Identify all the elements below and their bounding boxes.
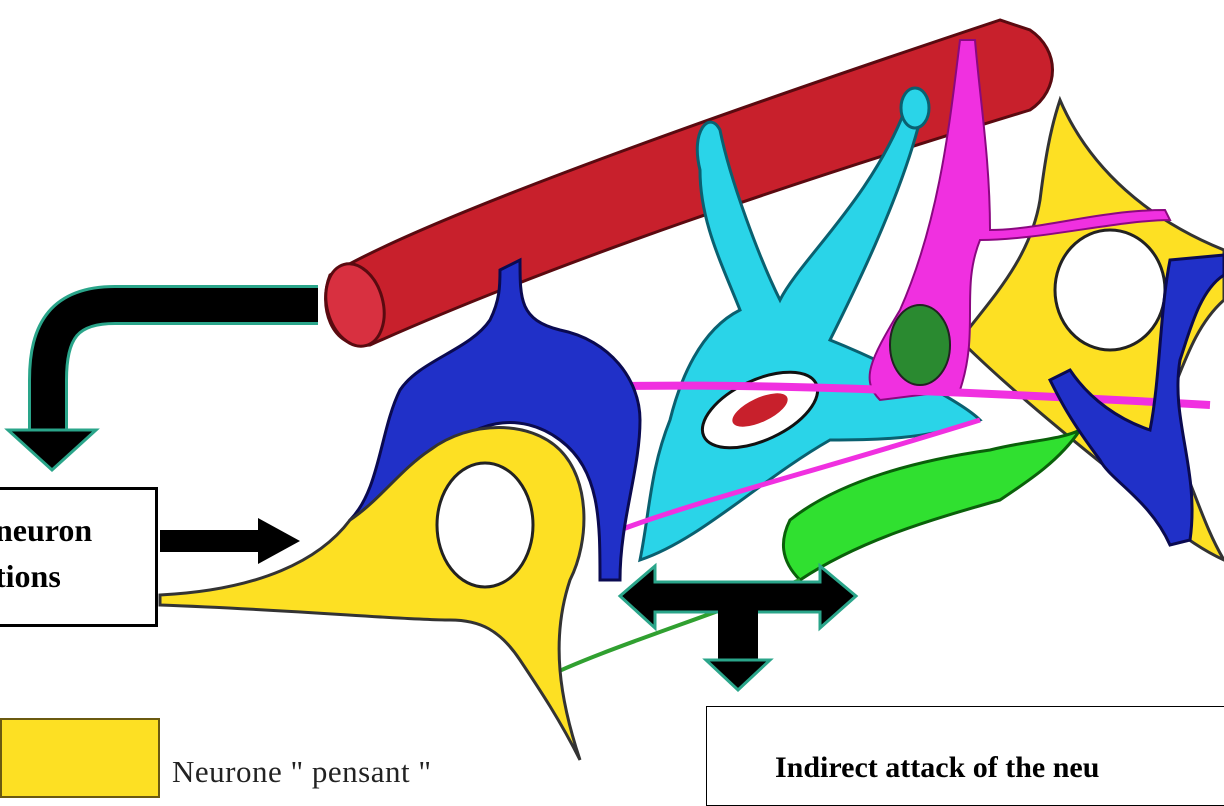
indirect-attack-box: Indirect attack of the neu bbox=[706, 706, 1224, 806]
neuron-label-box: neuron tions bbox=[0, 487, 158, 627]
curved-arrow bbox=[8, 305, 318, 470]
neuron-label-line1: neuron bbox=[0, 512, 92, 549]
indirect-attack-text: Indirect attack of the neu bbox=[775, 751, 1099, 785]
neuron-illustration bbox=[0, 0, 1224, 787]
neuron-label-line2: tions bbox=[0, 558, 61, 595]
double-arrow bbox=[620, 566, 856, 690]
legend-swatch bbox=[0, 718, 160, 798]
legend-label: Neurone " pensant " bbox=[172, 754, 431, 790]
right-arrow bbox=[160, 518, 300, 564]
